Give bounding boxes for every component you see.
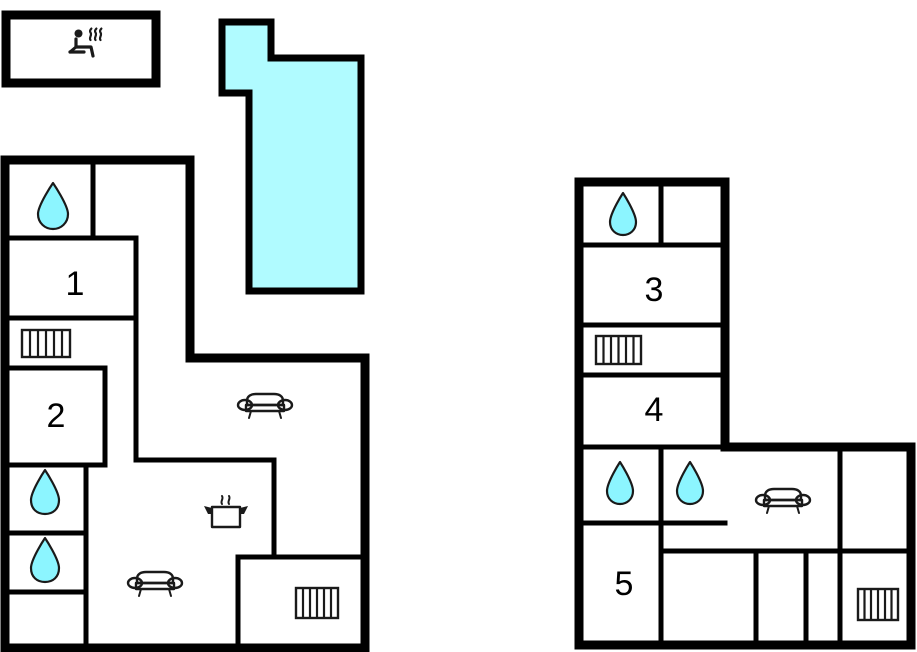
water-drop-icon bbox=[29, 536, 61, 584]
cooking-pot-icon bbox=[204, 495, 248, 529]
room-number-5: 5 bbox=[615, 565, 634, 603]
left-upper-radiator bbox=[20, 328, 72, 359]
swimming-pool bbox=[218, 18, 365, 295]
sauna-icon bbox=[68, 27, 103, 58]
right-building: 3 4 5 bbox=[574, 177, 916, 650]
water-drop-icon bbox=[29, 468, 61, 516]
left-building-partitions bbox=[2, 159, 368, 651]
left-kitchen-pot bbox=[204, 495, 248, 529]
left-living-upper-sofa bbox=[236, 392, 294, 419]
sofa-icon bbox=[236, 392, 294, 419]
left-bath-top-water-drop bbox=[36, 181, 70, 231]
water-drop-icon bbox=[36, 181, 70, 231]
right-living-sofa bbox=[754, 487, 812, 514]
radiator-icon bbox=[28, 331, 64, 356]
right-bottom-radiator bbox=[856, 587, 900, 622]
right-bath-left-water-drop bbox=[605, 460, 635, 506]
radiator-icon bbox=[863, 590, 893, 619]
radiator-icon bbox=[301, 589, 333, 617]
right-building-partitions bbox=[576, 181, 914, 648]
sauna-building-outer-wall bbox=[1, 10, 161, 88]
left-building: 1 2 bbox=[0, 155, 370, 652]
sofa-icon bbox=[126, 570, 184, 597]
room-number-4: 4 bbox=[645, 391, 664, 429]
left-bath-lower-water-drop bbox=[29, 536, 61, 584]
water-drop-icon bbox=[608, 191, 638, 237]
right-bath-right-water-drop bbox=[675, 460, 705, 506]
room-number-3: 3 bbox=[645, 271, 664, 309]
sofa-icon bbox=[754, 487, 812, 514]
room-number-1: 1 bbox=[66, 265, 85, 303]
room-number-2: 2 bbox=[47, 397, 66, 435]
right-building-outer-wall bbox=[574, 177, 916, 650]
sauna-room bbox=[6, 15, 156, 83]
sauna-building bbox=[1, 10, 161, 88]
left-bath-mid-water-drop bbox=[29, 468, 61, 516]
pool-shape bbox=[218, 18, 365, 295]
left-living-lower-sofa bbox=[126, 570, 184, 597]
water-drop-icon bbox=[675, 460, 705, 506]
right-radiator bbox=[594, 334, 643, 366]
right-bath-top-water-drop bbox=[608, 191, 638, 237]
left-building-outer-wall bbox=[0, 155, 370, 652]
left-lower-radiator bbox=[294, 586, 340, 620]
radiator-icon bbox=[602, 337, 635, 363]
water-drop-icon bbox=[605, 460, 635, 506]
